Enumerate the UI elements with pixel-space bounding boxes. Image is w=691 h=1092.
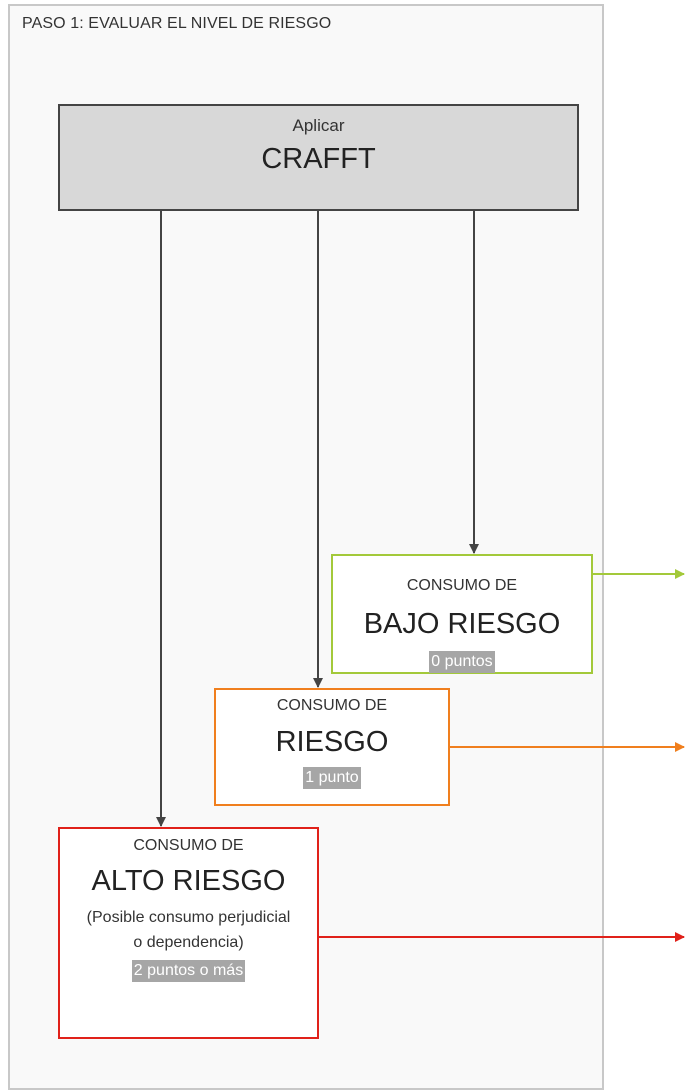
high-risk-box: CONSUMO DE ALTO RIESGO (Posible consumo … [58, 827, 319, 1039]
crafft-box-title: CRAFFT [261, 143, 376, 175]
crafft-box-label: Aplicar [292, 116, 345, 135]
low-risk-box: CONSUMO DE BAJO RIESGO 0 puntos [331, 554, 593, 674]
risk-title: RIESGO [275, 726, 389, 758]
crafft-box: Aplicar CRAFFT [58, 104, 579, 211]
risk-box: CONSUMO DE RIESGO 1 punto [214, 688, 450, 806]
low-risk-title: BAJO RIESGO [363, 608, 561, 640]
risk-label: CONSUMO DE [276, 697, 388, 714]
high-risk-label: CONSUMO DE [133, 837, 244, 854]
high-risk-title: ALTO RIESGO [91, 865, 286, 897]
low-risk-points: 0 puntos [429, 651, 495, 673]
high-risk-description-line1: (Posible consumo perjudicial [86, 909, 291, 926]
panel-title: PASO 1: EVALUAR EL NIVEL DE RIESGO [22, 15, 332, 32]
low-risk-label: CONSUMO DE [406, 577, 518, 594]
high-risk-description-line2: o dependencia) [133, 934, 244, 951]
risk-points: 1 punto [303, 767, 361, 789]
high-risk-points: 2 puntos o más [131, 960, 246, 982]
